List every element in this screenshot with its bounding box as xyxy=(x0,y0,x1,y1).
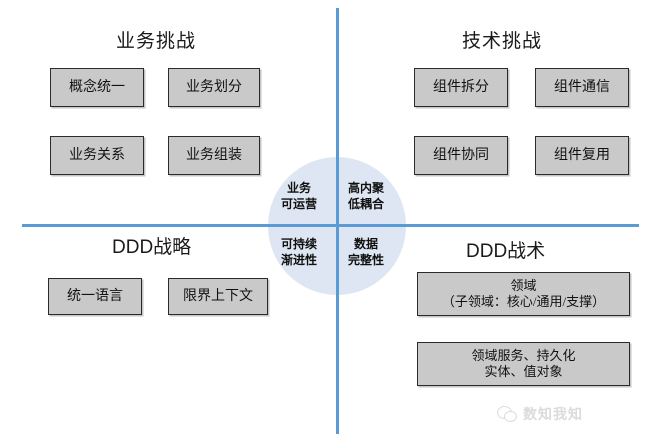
center-label-line2: 可运营 xyxy=(281,197,318,212)
node-box[interactable]: 业务关系 xyxy=(50,136,144,175)
node-label: 组件拆分 xyxy=(433,79,489,95)
node-label-line1: 领域 xyxy=(510,277,537,293)
center-label-line2: 低耦合 xyxy=(348,197,385,212)
quadrant-title-tech-challenge: 技术挑战 xyxy=(462,31,543,52)
center-label-line1: 业务 xyxy=(287,181,312,195)
center-label-data-integrity: 数据 完整性 xyxy=(348,236,384,268)
node-label: 概念统一 xyxy=(69,79,125,95)
center-label-business-operable: 业务 可运营 xyxy=(281,180,317,212)
center-label-line1: 高内聚 xyxy=(348,181,385,195)
node-label-group: 领域 （子领域：核心/通用/支撑） xyxy=(442,278,605,311)
node-label: 统一语言 xyxy=(67,288,123,304)
node-box[interactable]: 限界上下文 xyxy=(168,278,268,315)
center-label-line2: 完整性 xyxy=(348,253,385,268)
watermark-text: 数知我知 xyxy=(523,406,583,422)
center-label-line1: 可持续 xyxy=(281,237,318,251)
node-label: 业务关系 xyxy=(69,147,125,163)
node-label: 组件协同 xyxy=(433,147,489,163)
node-box[interactable]: 领域 （子领域：核心/通用/支撑） xyxy=(417,272,630,316)
node-label: 组件通信 xyxy=(554,79,610,95)
node-box[interactable]: 业务组装 xyxy=(168,136,260,175)
quadrant-title-ddd-tactics: DDD战术 xyxy=(466,241,546,262)
node-box[interactable]: 组件拆分 xyxy=(414,68,508,107)
quadrant-title-business-challenge: 业务挑战 xyxy=(116,31,197,52)
center-label-sustainable: 可持续 渐进性 xyxy=(281,236,317,268)
node-label: 业务划分 xyxy=(186,79,242,95)
node-label-line2: （子领域：核心/通用/支撑） xyxy=(441,294,606,309)
node-label-group: 领域服务、持久化 实体、值对象 xyxy=(471,348,575,381)
node-box[interactable]: 统一语言 xyxy=(48,278,142,315)
node-label-line1: 领域服务、持久化 xyxy=(471,347,576,363)
watermark: 数知我知 xyxy=(497,404,583,424)
node-label-line2: 实体、值对象 xyxy=(484,364,563,379)
horizontal-axis-line xyxy=(22,224,639,227)
node-label: 业务组装 xyxy=(186,147,242,163)
node-label: 限界上下文 xyxy=(183,288,253,304)
wechat-icon-bubble-b xyxy=(504,410,517,422)
node-box[interactable]: 领域服务、持久化 实体、值对象 xyxy=(417,342,630,386)
node-box[interactable]: 业务划分 xyxy=(168,68,260,107)
node-box[interactable]: 组件复用 xyxy=(535,136,629,175)
node-box[interactable]: 概念统一 xyxy=(50,68,144,107)
quadrant-title-ddd-strategy: DDD战略 xyxy=(112,237,192,258)
center-label-line1: 数据 xyxy=(354,237,379,251)
wechat-icon xyxy=(497,405,517,423)
node-label: 组件复用 xyxy=(554,147,610,163)
center-label-high-cohesion: 高内聚 低耦合 xyxy=(348,180,384,212)
node-box[interactable]: 组件通信 xyxy=(535,68,629,107)
node-box[interactable]: 组件协同 xyxy=(414,136,508,175)
center-label-line2: 渐进性 xyxy=(281,253,318,268)
vertical-axis-line xyxy=(336,8,339,434)
